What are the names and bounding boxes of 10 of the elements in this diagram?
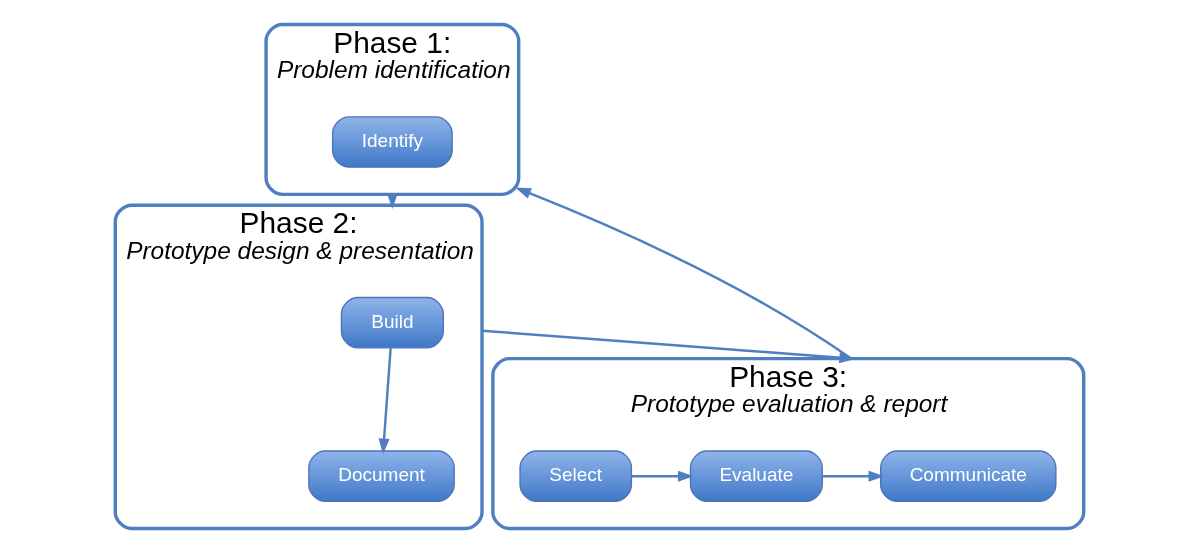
node-box: Document bbox=[307, 450, 455, 502]
node-box: Evaluate bbox=[689, 450, 823, 502]
node-box: Build bbox=[340, 296, 444, 349]
arrow bbox=[514, 187, 852, 360]
node-box: Identify bbox=[331, 116, 453, 168]
node-box: Select bbox=[518, 450, 632, 502]
arrow bbox=[822, 470, 884, 482]
node-box: Communicate bbox=[879, 450, 1057, 502]
arrow bbox=[630, 470, 694, 482]
arrow bbox=[378, 348, 392, 455]
